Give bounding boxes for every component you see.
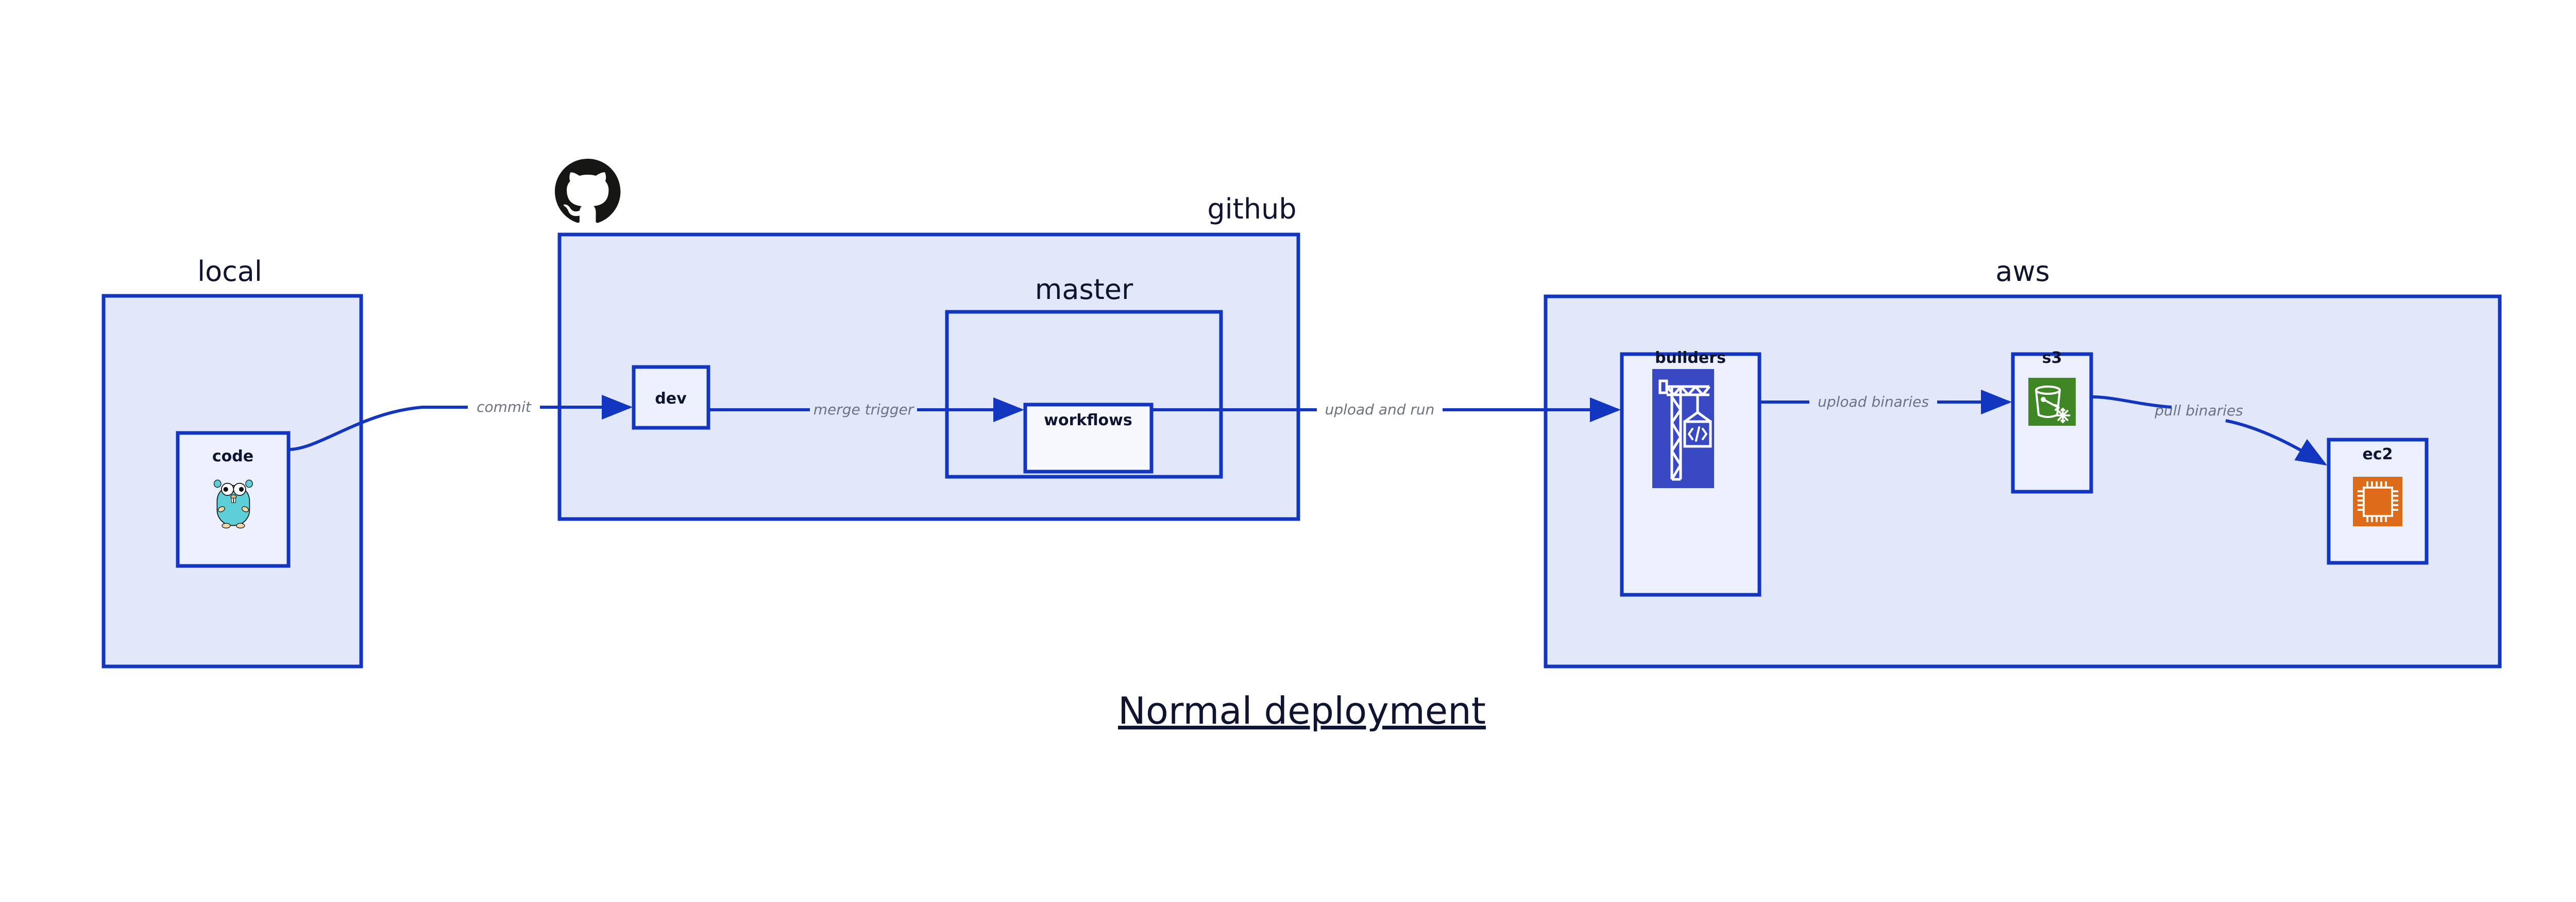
node-builders[interactable]: builders — [1620, 349, 1761, 597]
edge-label-pull-binaries: pull binaries — [2154, 402, 2243, 419]
node-box-workflows[interactable] — [1023, 403, 1154, 474]
node-dev[interactable]: dev — [632, 365, 710, 430]
s3-bucket-icon — [2028, 378, 2076, 426]
edge-commit: commit — [288, 395, 633, 451]
edge-label-upload-and-run: upload and run — [1325, 401, 1435, 418]
node-code[interactable]: code — [176, 431, 291, 568]
group-label-github: github — [1207, 193, 1296, 225]
edge-path-pull-binaries-a — [2091, 395, 2172, 409]
group-master: master — [945, 273, 1223, 479]
node-label-s3: s3 — [2042, 349, 2062, 367]
edge-upload-and-run: upload and run — [1151, 397, 1621, 422]
edge-merge-trigger: merge trigger — [708, 397, 1024, 422]
group-label-aws: aws — [1995, 255, 2049, 288]
diagram-caption: Normal deployment — [1118, 689, 1486, 732]
group-label-master: master — [1035, 273, 1133, 306]
node-workflows[interactable]: workflows — [1023, 403, 1154, 474]
node-ec2[interactable]: ec2 — [2327, 438, 2429, 565]
node-label-workflows: workflows — [1044, 411, 1132, 429]
edge-path-pull-binaries-b — [2225, 419, 2328, 466]
edge-label-merge-trigger: merge trigger — [814, 401, 914, 418]
node-label-code: code — [212, 447, 253, 465]
edge-label-commit: commit — [477, 398, 532, 415]
github-octocat-icon — [555, 159, 621, 223]
node-label-ec2: ec2 — [2362, 445, 2393, 463]
edge-upload-binaries: upload binaries — [1759, 390, 2012, 414]
go-gopher-icon — [213, 479, 253, 529]
node-box-dev[interactable] — [632, 365, 710, 430]
group-label-local: local — [197, 255, 262, 288]
cpu-chip-icon — [2353, 477, 2402, 526]
node-label-builders: builders — [1655, 349, 1726, 367]
crane-code-icon — [1652, 369, 1714, 488]
node-label-dev: dev — [655, 390, 687, 408]
edge-path-commit-curve — [288, 406, 468, 451]
node-s3[interactable]: s3 — [2011, 349, 2093, 494]
node-box-ec2[interactable] — [2327, 438, 2429, 565]
group-box-master — [945, 310, 1223, 479]
edge-pull-binaries: pull binaries — [2091, 395, 2328, 466]
edge-label-upload-binaries: upload binaries — [1818, 393, 1929, 410]
